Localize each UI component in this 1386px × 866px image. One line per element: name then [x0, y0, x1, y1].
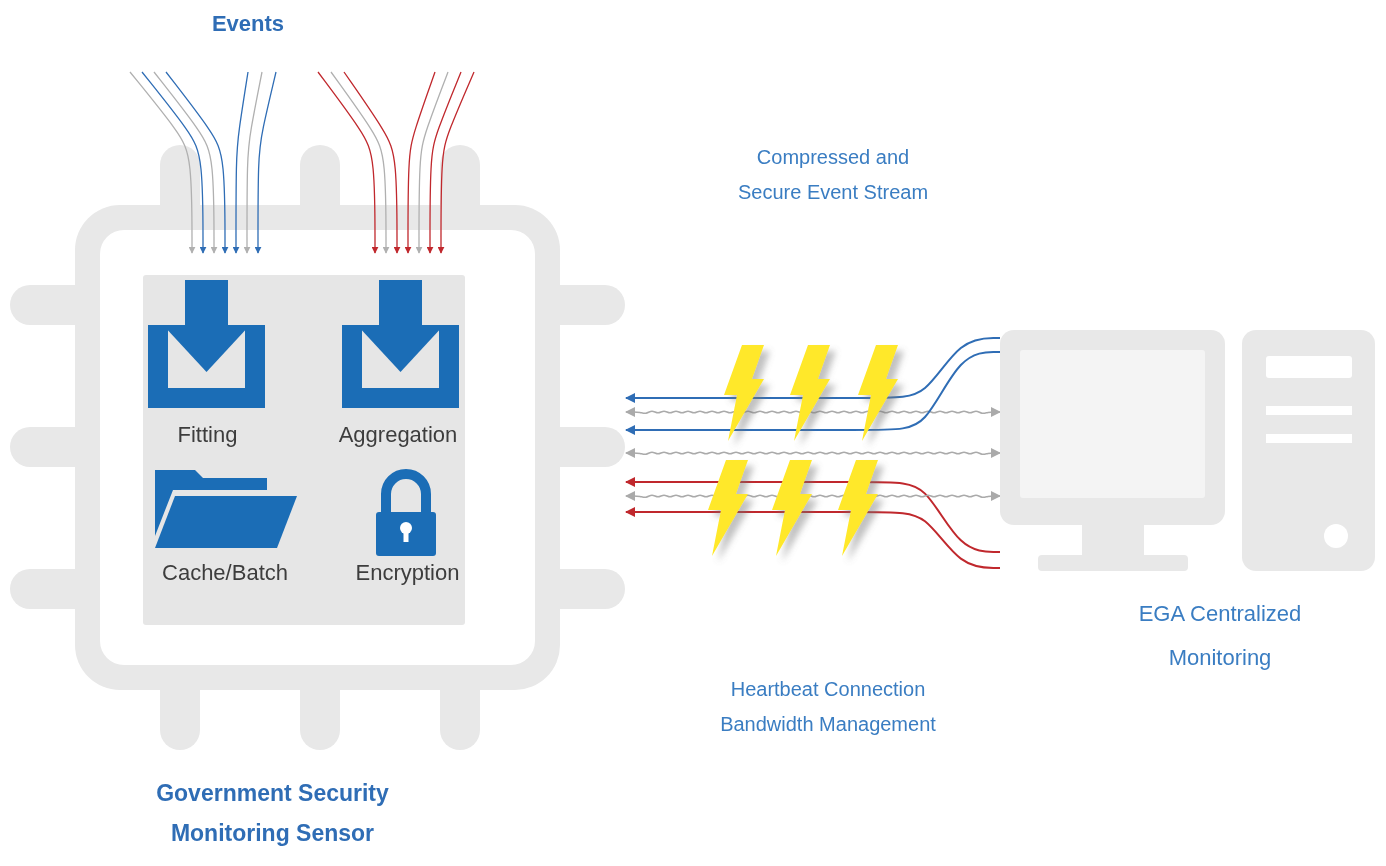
inbox-symbol	[148, 280, 265, 408]
tray-shape	[148, 325, 265, 408]
fitting-icon: Fitting	[140, 278, 275, 458]
event-wire	[166, 72, 225, 253]
event-wire	[236, 72, 248, 253]
tower-case	[1242, 330, 1375, 571]
arrow-shaft	[379, 280, 422, 327]
computer-symbol	[1000, 330, 1375, 571]
event-wire	[142, 72, 203, 253]
cache-icon: Cache/Batch	[145, 462, 305, 594]
encryption-icon: Encryption	[350, 462, 465, 594]
aggregation-icon: Aggregation	[328, 278, 468, 458]
lightning-bolt	[858, 345, 898, 441]
lightning-bolt	[838, 460, 878, 556]
tower-slot	[1266, 406, 1352, 415]
tower-drive	[1266, 356, 1352, 378]
monitor-frame	[1000, 330, 1225, 525]
computer: EGA Centralized Monitoring	[1000, 330, 1375, 575]
chip-panel	[143, 275, 465, 625]
heartbeat-connector	[626, 452, 1000, 454]
lightning-bolt	[708, 460, 748, 556]
heartbeat-label: Heartbeat Connection Bandwidth Managemen…	[713, 672, 943, 742]
folder-front	[155, 496, 297, 548]
event-wire	[344, 72, 397, 253]
lock-shackle	[386, 474, 426, 516]
monitor-neck	[1082, 525, 1144, 557]
lightning-bolt	[772, 460, 812, 556]
heartbeat-connector	[626, 495, 1000, 497]
event-wire	[419, 72, 448, 253]
event-wire	[258, 72, 276, 253]
chip-body	[75, 205, 560, 690]
icon-label: Encryption	[356, 560, 460, 586]
events-heading: Events	[188, 6, 308, 41]
arrow-head	[163, 325, 250, 372]
monitor-base	[1038, 555, 1188, 571]
event-wire	[247, 72, 262, 253]
computer-title: EGA Centralized Monitoring	[1120, 592, 1320, 680]
sensor-chip: Government Security Monitoring SensorFit…	[10, 145, 625, 750]
event-wire	[331, 72, 386, 253]
stream-label: Compressed and Secure Event Stream	[733, 140, 933, 210]
monitor-screen	[1020, 350, 1205, 498]
heartbeat-connector	[626, 411, 1000, 413]
event-wire	[318, 72, 375, 253]
sensor-title: Government Security Monitoring Sensor	[120, 773, 425, 853]
event-wire	[441, 72, 474, 253]
sensor-chip-outline	[10, 145, 625, 750]
stream-connector	[626, 512, 1000, 568]
chip-inner	[100, 230, 535, 665]
tray-shape	[342, 325, 459, 408]
arrow-head	[357, 325, 444, 372]
event-wire	[130, 72, 192, 253]
event-wire	[430, 72, 461, 253]
icon-label: Fitting	[178, 422, 238, 448]
icon-label: Aggregation	[339, 422, 458, 448]
folder-symbol	[155, 470, 297, 548]
computer-outline	[1000, 330, 1375, 575]
lock-symbol	[376, 474, 436, 556]
keyhole-slot	[404, 528, 409, 542]
inbox-symbol	[342, 280, 459, 408]
lock-body	[376, 512, 436, 556]
lightning-bolt	[724, 345, 764, 441]
power-button	[1324, 524, 1348, 548]
tower-slot	[1266, 434, 1352, 443]
icon-label: Cache/Batch	[162, 560, 288, 586]
lightning-bolt	[790, 345, 830, 441]
arrow-shaft	[185, 280, 228, 327]
event-wire	[154, 72, 214, 253]
